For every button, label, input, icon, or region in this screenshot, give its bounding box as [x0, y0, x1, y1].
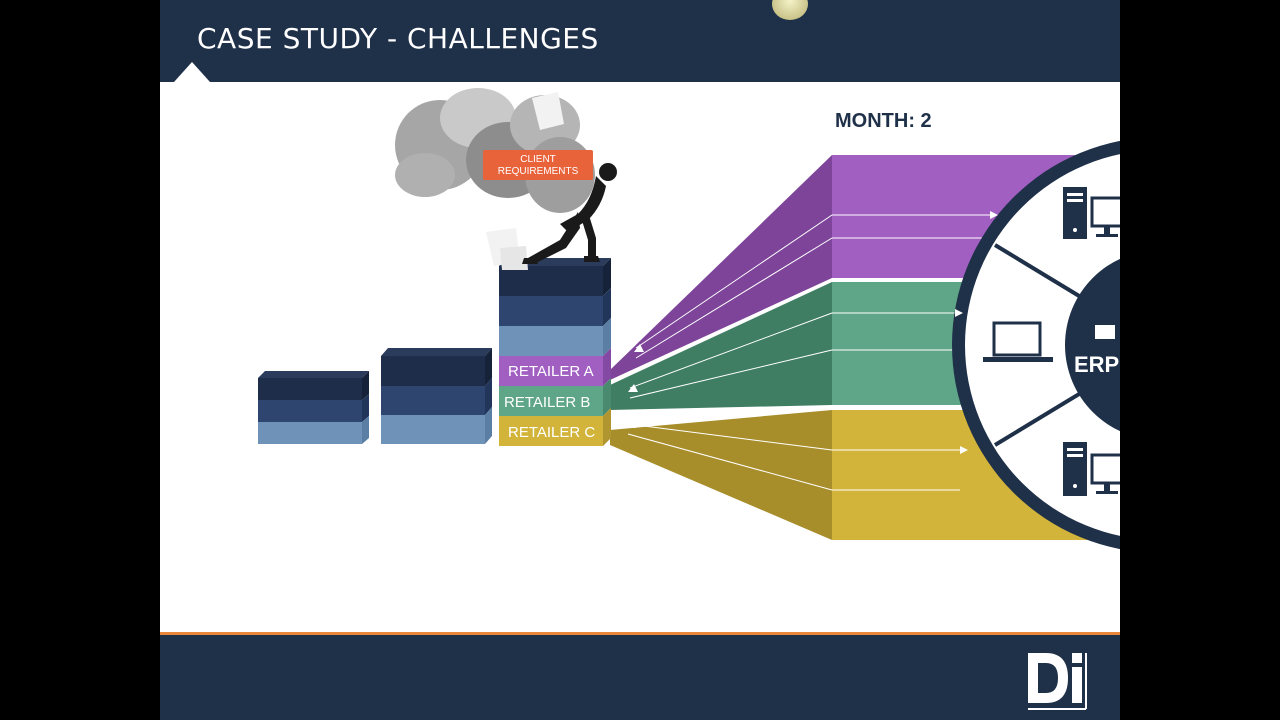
retailer-a-label: RETAILER A	[508, 363, 594, 380]
block-stack-month-1	[258, 371, 369, 444]
block-stack-current: RETAILER A RETAILER B RETAILER C	[499, 258, 611, 446]
requirements-label-line1: CLIENT	[520, 154, 556, 165]
slide-header: CASE STUDY - CHALLENGES	[160, 0, 1120, 82]
block-stack-month-2	[381, 348, 492, 444]
challenge-illustration: ERP	[258, 88, 1120, 550]
retailer-c-label: RETAILER C	[508, 424, 595, 441]
di-logo	[1028, 653, 1087, 710]
month-label: MONTH: 2	[835, 110, 932, 132]
businessman-figure	[522, 163, 617, 264]
requirements-label-line2: REQUIREMENTS	[498, 166, 579, 177]
desktop-computer-icon	[1063, 442, 1120, 496]
retailer-b-label: RETAILER B	[504, 394, 590, 411]
retailer-a-block	[499, 356, 603, 386]
retailer-b-block	[499, 386, 603, 416]
top-light-icon	[772, 0, 808, 20]
erp-screen-icon	[1095, 325, 1115, 339]
erp-wheel: ERP	[952, 140, 1120, 550]
laptop-icon	[983, 321, 1053, 362]
client-requirements-tag: CLIENT REQUIREMENTS	[483, 150, 593, 180]
retailer-c-block	[499, 416, 603, 446]
header-notch	[174, 62, 210, 82]
slide: CASE STUDY - CHALLENGES MONTH: 2	[160, 0, 1120, 720]
slide-footer	[160, 632, 1120, 720]
erp-label: ERP	[1074, 352, 1119, 377]
slide-title: CASE STUDY - CHALLENGES	[197, 22, 599, 55]
data-flow-arrows	[626, 211, 998, 454]
desktop-computer-icon	[1063, 187, 1120, 239]
